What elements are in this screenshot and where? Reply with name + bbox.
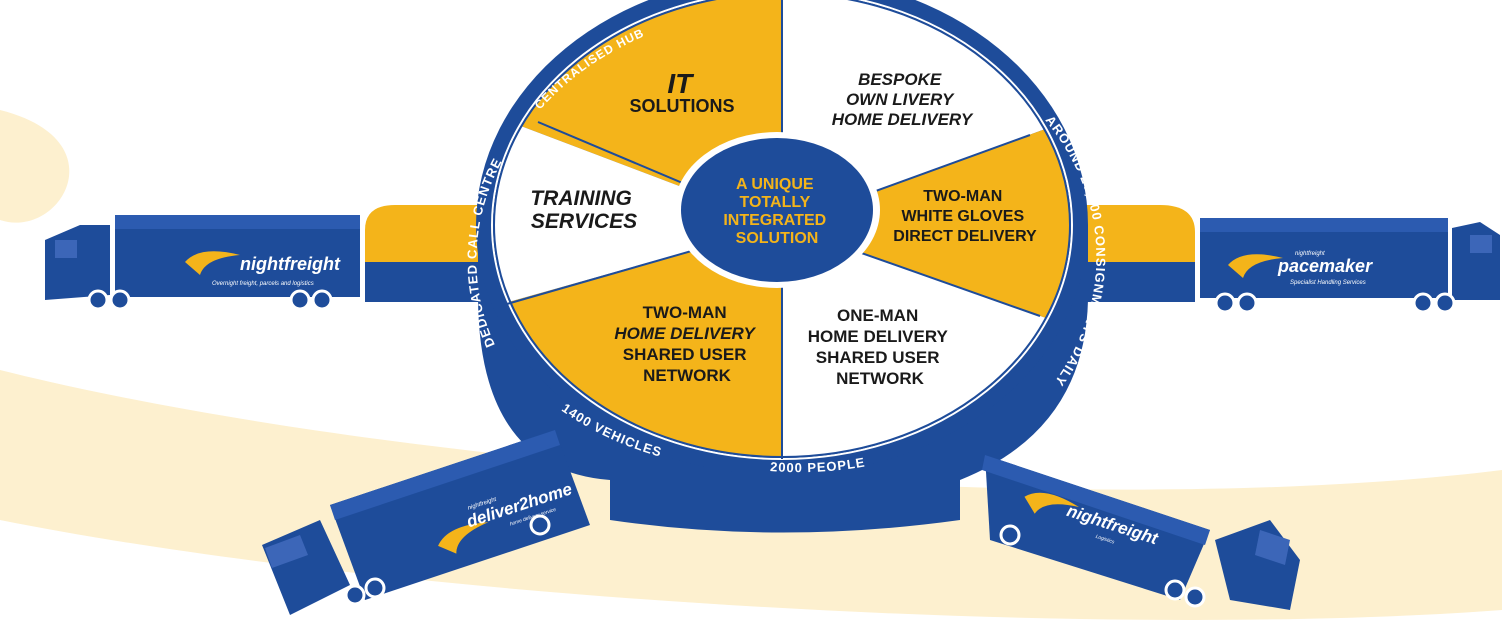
truck-left: nightfreight Overnight freight, parcels … xyxy=(45,215,360,311)
seg-bespoke-line-3: HOME DELIVERY xyxy=(832,110,974,129)
swoosh-logo-icon xyxy=(1024,492,1079,514)
swoosh-logo-icon xyxy=(1228,254,1283,278)
segment-group xyxy=(494,0,1070,457)
seg-white-gloves-line-3: DIRECT DELIVERY xyxy=(893,228,1037,245)
swoosh-logo-icon xyxy=(185,251,240,275)
svg-text:TRAINING SERVICES: TRAINING SERVICES xyxy=(530,187,637,233)
seg-training-line-1: TRAINING xyxy=(530,187,632,210)
seg-training-line-2: SERVICES xyxy=(531,210,637,233)
hub-line-1: A UNIQUE xyxy=(736,176,814,193)
swoosh-logo-icon xyxy=(438,522,489,554)
seg-two-man-home-line-3: SHARED USER xyxy=(623,345,747,364)
seg-two-man-home-line-1: TWO-MAN xyxy=(643,303,727,322)
seg-two-man-home-line-4: NETWORK xyxy=(643,366,732,385)
seg-white-gloves-line-2: WHITE GLOVES xyxy=(901,208,1024,225)
seg-one-man-line-2: HOME DELIVERY xyxy=(808,327,949,346)
svg-text:TWO-MAN HOME DELIVERY: TWO-MAN HOME DELIVERY SHARED USER NETWOR… xyxy=(614,303,759,385)
seg-it-line-2: SOLUTIONS xyxy=(629,96,734,116)
truck-left-tagline: Overnight freight, parcels and logistics xyxy=(212,281,314,287)
truck-right-brand-small: nightfreight xyxy=(1295,251,1325,257)
hub-line-2: TOTALLY xyxy=(740,194,811,211)
seg-one-man-line-3: SHARED USER xyxy=(816,348,940,367)
hub xyxy=(681,138,873,282)
truck-bottom-right: nightfreight Logistics xyxy=(982,455,1300,610)
seg-bespoke-line-2: OWN LIVERY xyxy=(846,90,955,109)
truck-right: nightfreight pacemaker Specialist Handli… xyxy=(1200,218,1500,314)
hub-line-4: SOLUTION xyxy=(736,230,819,247)
disk-inner-edge xyxy=(493,0,1071,458)
truck-bottom-right-tagline: Logistics xyxy=(1095,534,1116,546)
truck-bottom-left: nightfreight deliver2home home delivery … xyxy=(262,430,590,615)
truck-left-brand: nightfreight xyxy=(240,254,341,274)
background-swoosh xyxy=(0,110,70,223)
seg-two-man-home-line-2: HOME DELIVERY xyxy=(614,324,756,343)
seg-one-man-line-1: ONE-MAN xyxy=(837,306,918,325)
seg-it-line-1: IT xyxy=(667,68,695,99)
svg-text:TWO-MAN WHITE GLOVES D: TWO-MAN WHITE GLOVES DIRECT DELIVERY xyxy=(893,188,1037,245)
segment-training xyxy=(494,110,782,310)
svg-text:IT SOLUTIONS: IT SOLUTIONS xyxy=(629,68,734,116)
seg-one-man-line-4: NETWORK xyxy=(836,369,925,388)
segment-two-man-white-gloves xyxy=(782,120,1070,330)
svg-text:BESPOKE OWN LIVERY HOM: BESPOKE OWN LIVERY HOME DELIVERY xyxy=(832,70,974,129)
hub-line-3: INTEGRATED xyxy=(723,212,826,229)
seg-white-gloves-line-1: TWO-MAN xyxy=(923,188,1002,205)
svg-text:ONE-MAN HOME DELIVERY: ONE-MAN HOME DELIVERY SHARED USER NETWOR… xyxy=(808,306,953,388)
seg-bespoke-line-1: BESPOKE xyxy=(858,70,942,89)
truck-right-brand: pacemaker xyxy=(1277,256,1373,276)
truck-right-tagline: Specialist Handling Services xyxy=(1290,280,1366,286)
svg-text:A UNIQUE TOTALLY INTEG: A UNIQUE TOTALLY INTEGRATED SOLUTION xyxy=(723,176,830,247)
